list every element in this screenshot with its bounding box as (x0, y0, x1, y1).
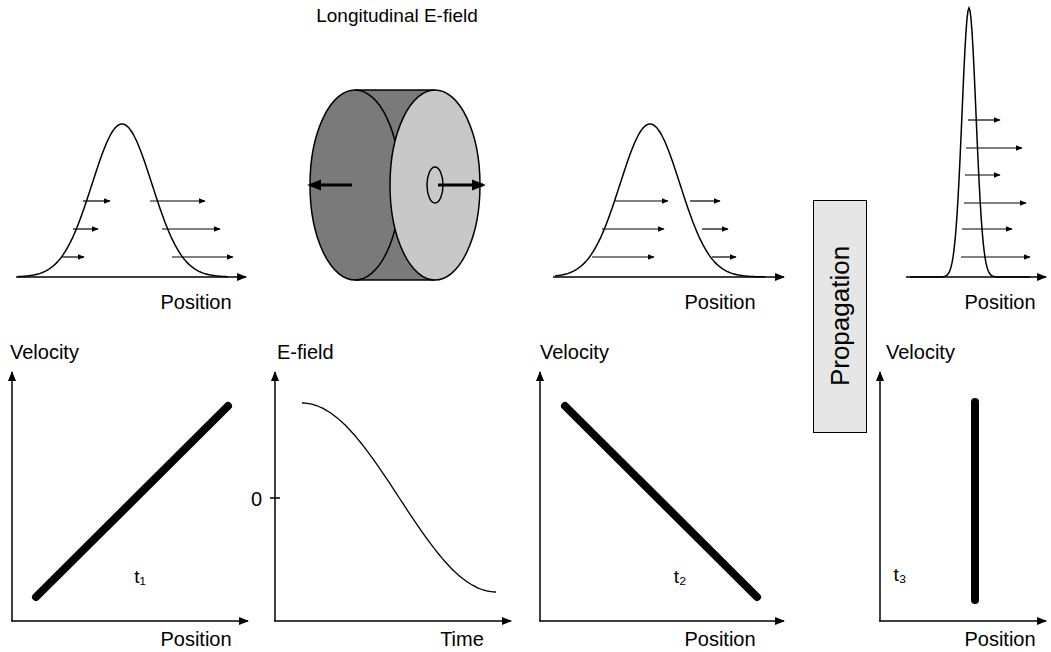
axis-label: Position (160, 628, 231, 650)
cavity-disc (310, 90, 483, 280)
node-text: Propagation (826, 246, 855, 386)
position-axes (16, 276, 1046, 278)
axis-label: Velocity (540, 341, 609, 363)
axis-label: Position (160, 291, 231, 313)
axis-label: Position (964, 628, 1035, 650)
axis-label: Velocity (886, 341, 955, 363)
axis-label: Time (440, 628, 484, 650)
process-box: Propagation (813, 200, 867, 433)
time-label: t₃ (893, 565, 906, 586)
axis-label: 0 (251, 488, 262, 510)
device-label: Longitudinal E-field (316, 6, 478, 27)
axis-label: E-field (277, 341, 334, 363)
axis-label: Position (684, 628, 755, 650)
velocity-arrows (62, 120, 1030, 257)
phase-space-axes (11, 372, 1046, 621)
time-label: t₂ (674, 567, 687, 588)
bunch-profiles (18, 8, 1030, 277)
efield-curve (302, 403, 496, 592)
axis-label: Position (964, 291, 1035, 313)
axis-label: Position (684, 291, 755, 313)
axis-label: Velocity (10, 341, 79, 363)
time-label: t₁ (134, 567, 146, 588)
